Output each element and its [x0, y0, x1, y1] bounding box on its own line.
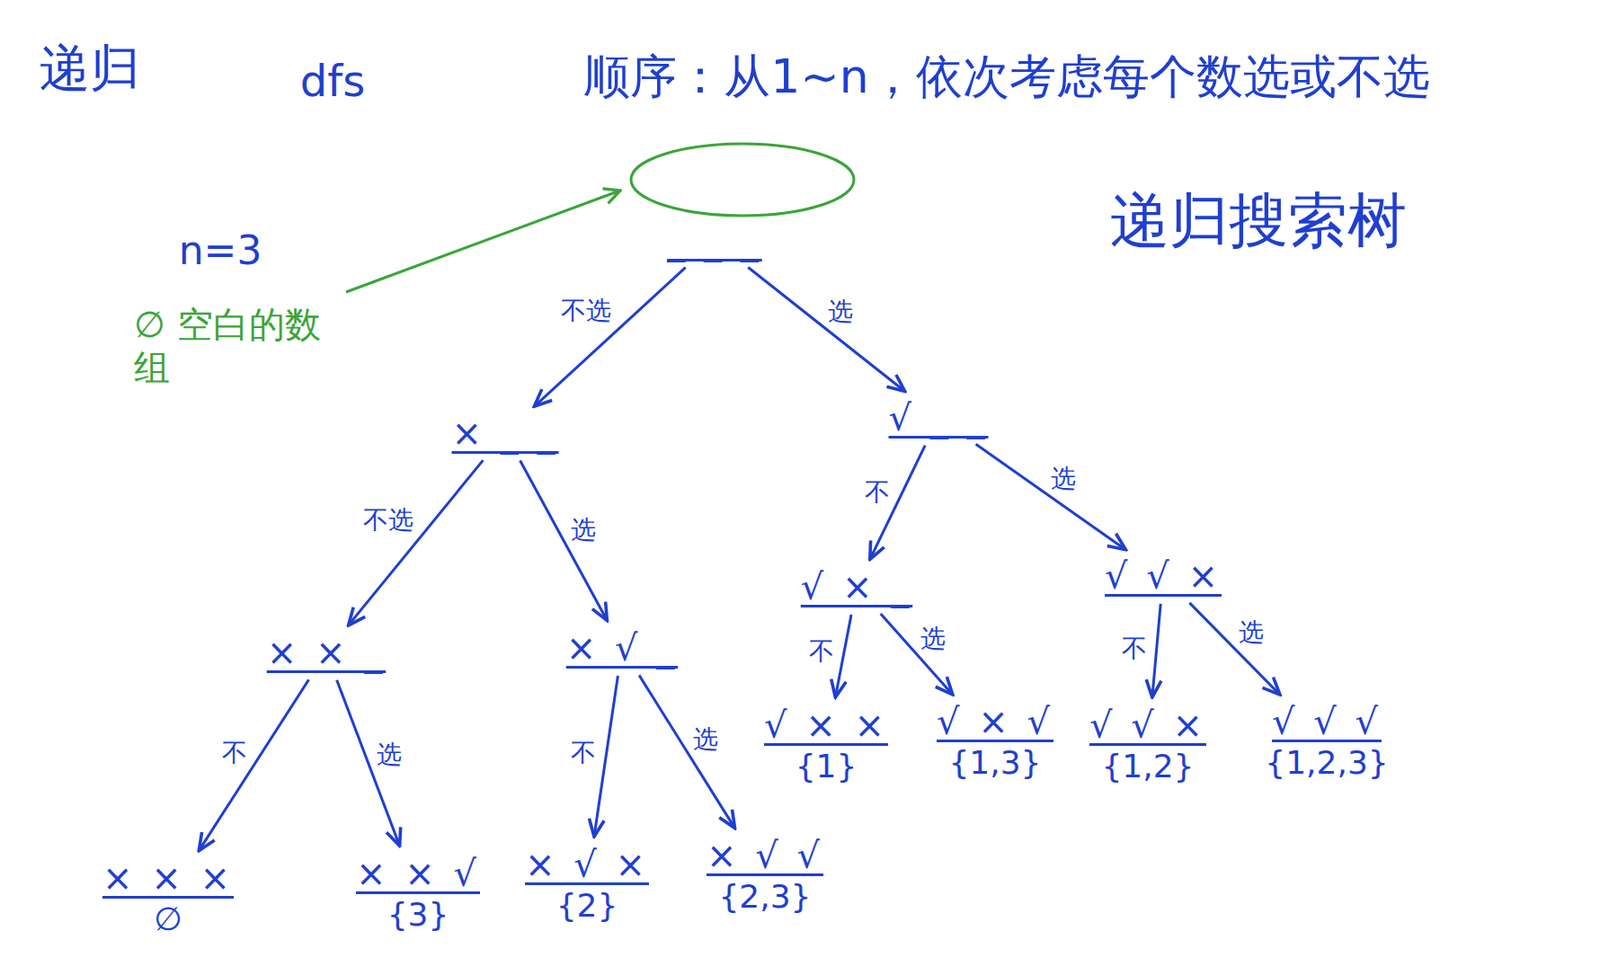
branch-arrow: [1189, 603, 1280, 695]
note-text: 递归: [39, 37, 141, 98]
edge-label: 不: [1119, 634, 1150, 664]
note-text: 递归搜索树: [1110, 185, 1407, 257]
note-text: 顺序：从1~n，依次考虑每个数选或不选: [583, 48, 1431, 105]
subset-result: {1,2,3}: [1264, 742, 1388, 784]
choice-slots: √ √ √: [1264, 701, 1388, 743]
choice-slots: × × √: [355, 853, 480, 895]
note-text: dfs: [300, 54, 365, 107]
choice-slots: √ √ ×: [1089, 704, 1207, 747]
edge-label: 选: [1048, 464, 1079, 494]
state-node: √ × _: [790, 562, 924, 612]
note-text: ∅ 空白的数组: [133, 302, 338, 390]
branch-arrow: [747, 266, 905, 392]
branch-arrow: [835, 614, 852, 698]
edge-label: 不: [862, 478, 893, 507]
edge-label: 不: [806, 637, 837, 667]
state-node: √ √ √{1,2,3}: [1253, 697, 1399, 788]
subset-result: {2}: [524, 885, 649, 927]
branch-arrow: [1152, 604, 1161, 698]
choice-slots: × √ ×: [524, 844, 649, 886]
choice-slots: × √ √: [706, 835, 824, 877]
branch-arrow: [533, 267, 685, 408]
subset-result: {1,3}: [936, 742, 1054, 784]
edge-label: 选: [373, 740, 405, 770]
state-node: √ × √{1,3}: [925, 697, 1065, 788]
subset-result: ∅: [102, 898, 234, 941]
state-node: × √ _: [555, 623, 689, 673]
choice-slots: × _ _: [452, 412, 560, 454]
edge-label: 选: [917, 624, 949, 654]
subset-result: {1,2}: [1089, 746, 1207, 788]
leader-arrow: [346, 190, 621, 293]
state-node: × √ ×{2}: [514, 840, 660, 931]
edge-label: 选: [1235, 618, 1267, 648]
subset-result: {2,3}: [706, 876, 824, 918]
choice-slots: √ × ×: [764, 704, 889, 747]
edge-label: 不选: [558, 296, 614, 326]
state-node: _ _ _: [656, 216, 773, 266]
subset-result: {1}: [764, 746, 889, 788]
edge-label: 不选: [360, 506, 417, 535]
edge-label: 选: [568, 515, 599, 545]
branch-arrow: [520, 461, 608, 622]
state-node: × × _: [256, 628, 397, 677]
state-node: √ √ ×{1,2}: [1078, 701, 1218, 792]
branch-arrow: [976, 444, 1127, 550]
state-node: × √ √{2,3}: [695, 831, 835, 922]
state-node: × _ _: [441, 408, 570, 458]
branch-arrow: [639, 675, 736, 828]
edge-label: 选: [825, 297, 856, 327]
choice-slots: × √ _: [566, 627, 678, 669]
state-node: √ √ ×: [1093, 551, 1233, 601]
branch-arrow: [198, 679, 309, 851]
branch-arrow: [348, 460, 484, 626]
choice-slots: √ _ _: [888, 397, 989, 439]
choice-slots: × × _: [266, 631, 386, 674]
edge-label: 不: [219, 738, 250, 768]
note-text: n=3: [178, 226, 263, 275]
state-node: × × ×∅: [91, 853, 245, 944]
state-node: √ × ×{1}: [753, 701, 899, 792]
highlight-ellipse: [631, 143, 854, 216]
branch-arrow: [880, 613, 953, 695]
choice-slots: √ × _: [800, 566, 913, 608]
choice-slots: × × ×: [102, 857, 234, 899]
subset-result: {3}: [355, 894, 480, 936]
state-node: × × √{3}: [345, 849, 491, 940]
choice-slots: √ × √: [936, 701, 1054, 743]
choice-slots: √ √ ×: [1104, 555, 1222, 597]
edge-label: 不: [568, 738, 599, 768]
choice-slots: _ _ _: [666, 220, 762, 262]
state-node: √ _ _: [878, 393, 1000, 443]
edge-label: 选: [690, 725, 721, 755]
